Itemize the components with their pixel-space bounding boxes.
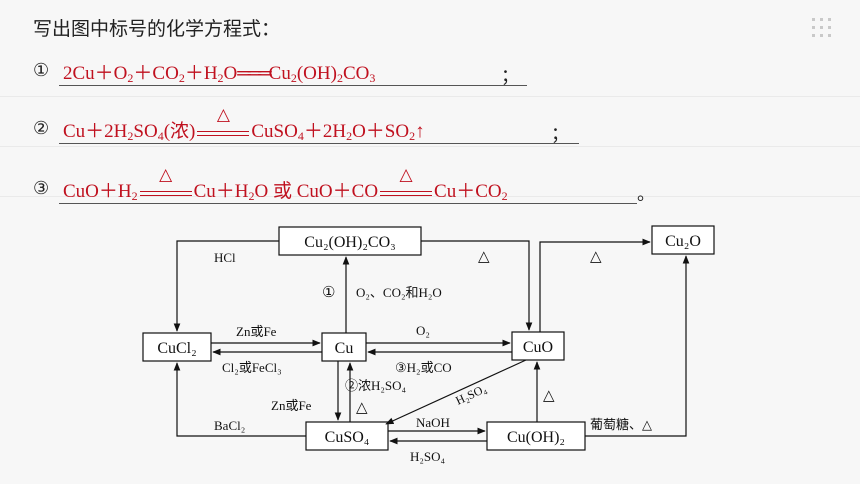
label-delta-cu2o: △ (590, 249, 602, 265)
label-h2-co: ③H₂或CO (395, 360, 452, 375)
label-step-1: ① (322, 285, 335, 301)
node-cucl2: CuCl₂ (157, 340, 196, 357)
label-naoh: NaOH (416, 415, 450, 430)
label-o2: O₂ (416, 323, 430, 338)
equation-number: ② (33, 118, 50, 139)
node-cu2o: Cu₂O (665, 233, 701, 250)
label-glucose-heat: 葡萄糖、△ (590, 417, 652, 432)
node-cuo: CuO (523, 339, 553, 356)
label-bacl2: BaCl₂ (214, 418, 245, 433)
arrow-cuo-to-cu2o (539, 238, 651, 332)
answer-line (59, 203, 637, 204)
label-delta-mid: △ (356, 400, 368, 416)
heating-condition: △ (380, 165, 433, 203)
answer-line (59, 143, 579, 144)
equation-terminator: ； (551, 124, 569, 145)
node-box-cucl2 (142, 332, 212, 362)
page-title: 写出图中标号的化学方程式： (33, 18, 281, 40)
node-box-malachite (278, 226, 422, 256)
arrow-cuoh2-to-cu2o (585, 255, 690, 437)
label-h2so4-bottom: H₂SO₄ (410, 449, 446, 464)
label-hcl: HCl (214, 250, 236, 265)
node-cuoh2: Cu(OH)₂ (507, 429, 565, 446)
node-box-cuo (511, 331, 565, 361)
arrow-cuo-to-cuso4 (385, 359, 527, 425)
equation-terminator: 。 (637, 184, 655, 205)
label-step-2: ②浓H₂SO₄ (345, 378, 407, 393)
answer-line (59, 85, 527, 86)
background-rule (0, 96, 860, 97)
node-box-cu (321, 332, 367, 362)
node-box-cuoh2 (486, 421, 586, 451)
equation-number: ① (33, 60, 50, 81)
label-delta-malachite: △ (478, 249, 490, 265)
label-zn-fe-top: Zn或Fe (236, 324, 277, 339)
equation-3-text: CuO＋H2△Cu＋H2O 或 CuO＋CO△Cu＋CO2 (63, 164, 508, 203)
decorative-dots (812, 18, 838, 44)
background-rule (0, 146, 860, 147)
equation-row-1: ① 2Cu＋O2＋CO2＋H2O═══Cu2(OH)2CO3 ； (33, 56, 553, 90)
node-cu: Cu (335, 340, 354, 357)
label-zn-fe-mid: Zn或Fe (271, 398, 312, 413)
heating-condition: △ (139, 165, 192, 203)
background-rule (0, 196, 860, 197)
heating-condition: △ (197, 105, 250, 143)
node-cuso4: CuSO₄ (325, 429, 370, 446)
equation-row-3: ③ CuO＋H2△Cu＋H2O 或 CuO＋CO△Cu＋CO2 。 (33, 164, 673, 208)
label-delta-cuoh2: △ (543, 388, 555, 404)
equation-row-2: ② Cu＋2H2SO4(浓)△CuSO4＋2H2O＋SO2↑ ； (33, 104, 593, 148)
label-cl2-fecl3: Cl₂或FeCl₃ (222, 360, 282, 375)
node-box-cu2o (651, 225, 715, 255)
equation-1-text: 2Cu＋O2＋CO2＋H2O═══Cu2(OH)2CO3 (63, 63, 376, 85)
arrow-cuso4-to-cucl2 (173, 362, 306, 437)
equation-number: ③ (33, 178, 50, 199)
equation-2-text: Cu＋2H2SO4(浓)△CuSO4＋2H2O＋SO2↑ (63, 104, 425, 143)
arrow-malachite-to-cuo (421, 240, 533, 331)
node-malachite: Cu₂(OH)₂CO₃ (304, 234, 395, 251)
label-o2-co2-h2o: O₂、CO₂和H₂O (356, 285, 442, 300)
equation-terminator: ； (501, 66, 519, 87)
arrow-malachite-to-cucl2 (173, 240, 279, 332)
